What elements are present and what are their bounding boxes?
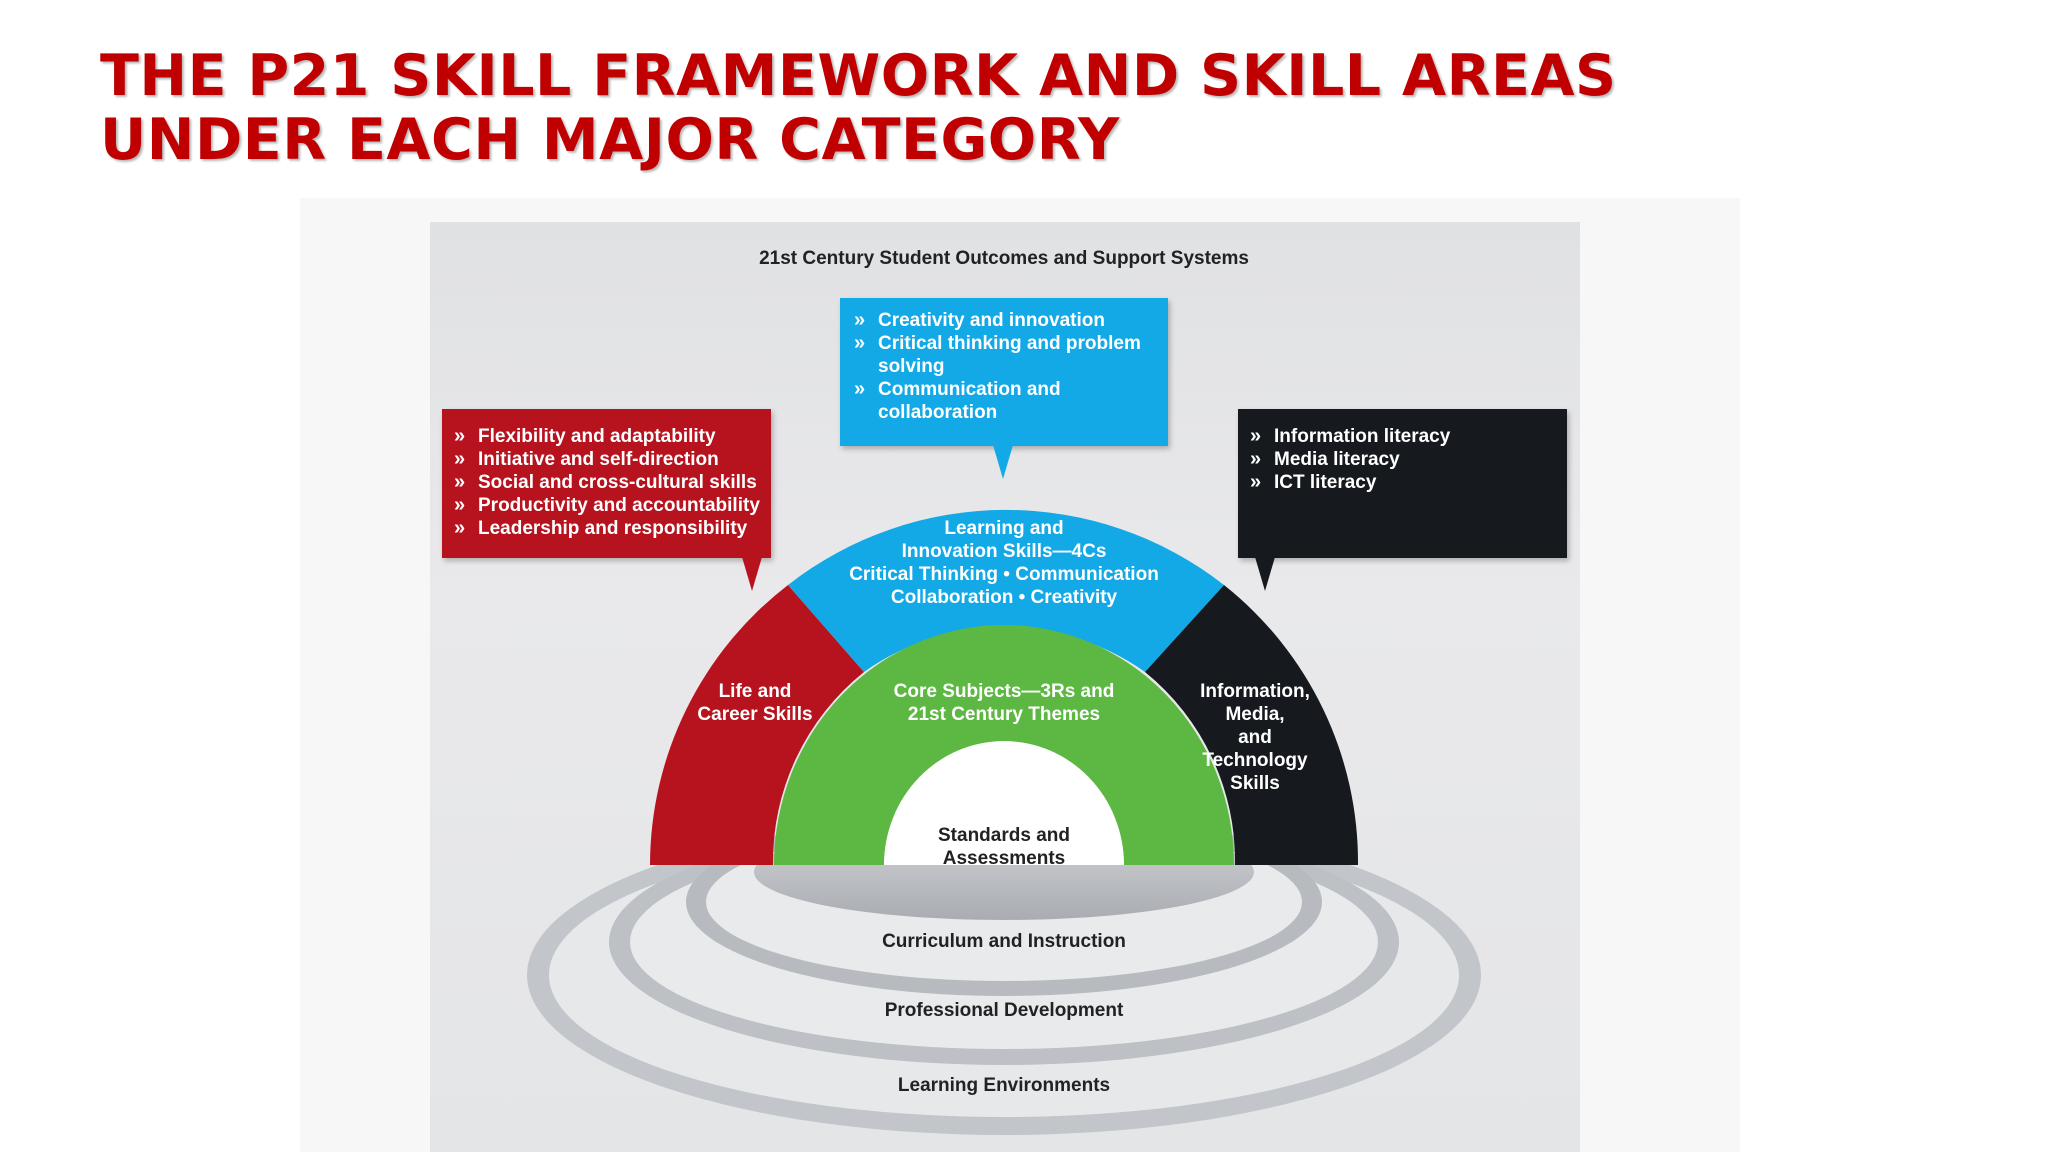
label-core-subjects: Core Subjects—3Rs and 21st Century Theme… — [893, 681, 1115, 725]
callout-item: »Communication and collaboration — [854, 378, 1061, 423]
core-subjects-band — [774, 625, 1234, 865]
slide-title-line: THE P21 SKILL FRAMEWORK AND SKILL AREAS — [100, 43, 1617, 109]
callout-pointer — [993, 445, 1013, 479]
callout-item: »Information literacy — [1250, 425, 1451, 447]
sector-information-media-technology — [1145, 585, 1359, 865]
chevron-bullet-icon: » — [1250, 471, 1262, 493]
callout-pointer — [742, 557, 762, 591]
chevron-bullet-icon: » — [454, 494, 466, 516]
chevron-bullet-icon: » — [1250, 448, 1262, 470]
label-learning-innovation-skills: Learning and Innovation Skills—4Cs Criti… — [849, 518, 1159, 608]
sector-learning-innovation — [788, 509, 1224, 672]
callout-item: »Leadership and responsibility — [454, 517, 748, 539]
slide-title-line: UNDER EACH MAJOR CATEGORY — [100, 107, 1120, 173]
callout-item: »Flexibility and adaptability — [454, 425, 716, 447]
chevron-bullet-icon: » — [454, 448, 466, 470]
ring-label-curriculum: Curriculum and Instruction — [882, 931, 1126, 952]
ring-label-professional: Professional Development — [885, 1000, 1124, 1021]
callout-item: »Productivity and accountability — [454, 494, 760, 516]
callout-item: »Initiative and self-direction — [454, 448, 719, 470]
label-standards-assessments: Standards and Assessments — [938, 825, 1070, 869]
chevron-bullet-icon: » — [454, 471, 466, 493]
callout-learning-innovation-skills: »Creativity and innovation »Critical thi… — [840, 298, 1168, 479]
slide-title: THE P21 SKILL FRAMEWORK AND SKILL AREAS … — [100, 44, 1960, 172]
standards-assessments-area — [884, 741, 1124, 865]
callout-item: »Social and cross-cultural skills — [454, 471, 757, 493]
chevron-bullet-icon: » — [454, 517, 466, 539]
callout-item: »Critical thinking and problem solving — [854, 332, 1141, 377]
chevron-bullet-icon: » — [854, 332, 866, 354]
callout-item: »Media literacy — [1250, 448, 1400, 470]
callout-pointer — [1255, 557, 1275, 591]
callout-item: »Creativity and innovation — [854, 309, 1105, 331]
outer-arch — [650, 509, 1359, 865]
label-life-career-skills: Life and Career Skills — [697, 681, 813, 725]
label-information-media-technology-skills: Information, Media, and Technology Skill… — [1200, 681, 1310, 794]
callout-life-career-skills: »Flexibility and adaptability »Initiativ… — [442, 409, 771, 591]
callout-information-media-technology-skills: »Information literacy »Media literacy »I… — [1238, 409, 1567, 591]
diagram-heading: 21st Century Student Outcomes and Suppor… — [759, 248, 1249, 269]
callout-item: »ICT literacy — [1250, 471, 1377, 493]
ring-label-environments: Learning Environments — [898, 1075, 1110, 1096]
sector-life-career — [650, 585, 864, 865]
chevron-bullet-icon: » — [854, 309, 866, 331]
chevron-bullet-icon: » — [854, 378, 866, 400]
chevron-bullet-icon: » — [454, 425, 466, 447]
chevron-bullet-icon: » — [1250, 425, 1262, 447]
